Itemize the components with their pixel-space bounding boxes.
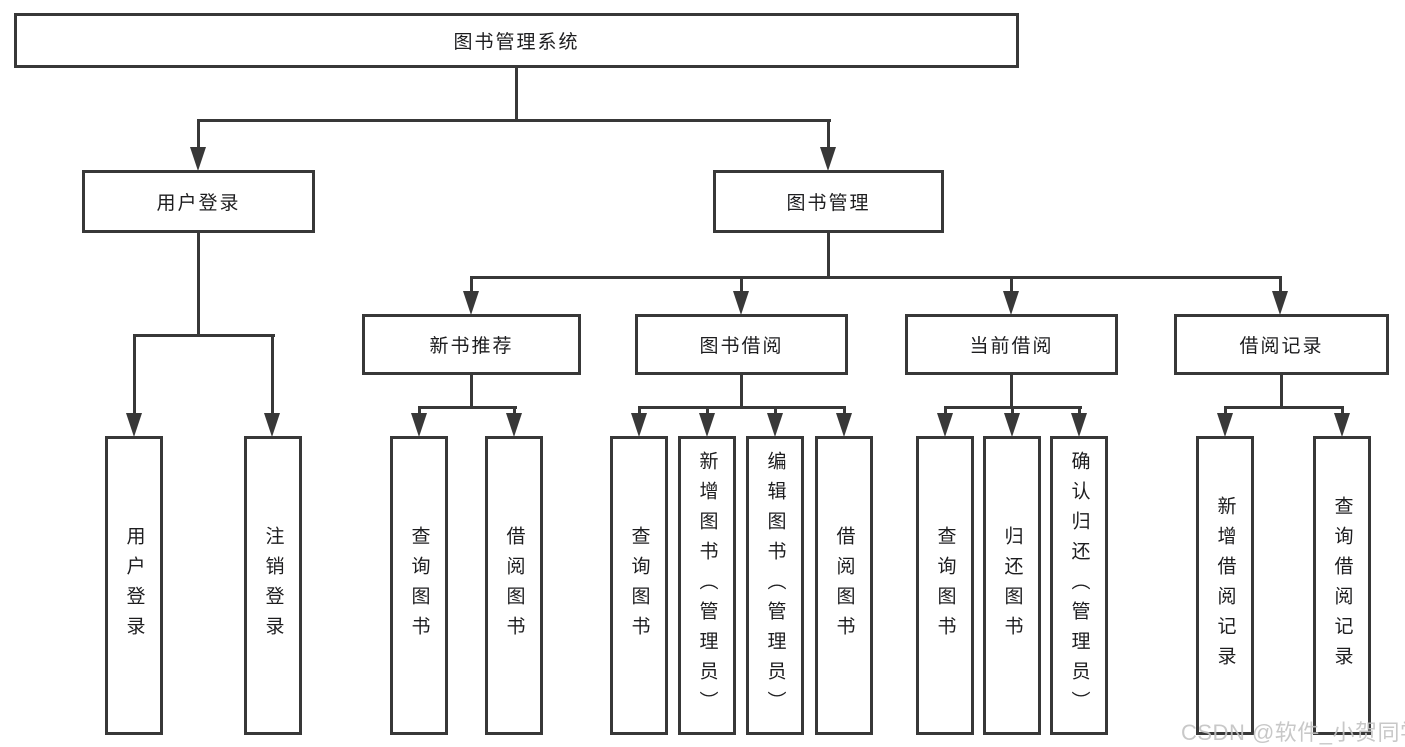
connector-root-drop-right bbox=[827, 119, 830, 150]
connector-bookmgmt-drop-4 bbox=[1279, 276, 1282, 293]
arrowhead-down-icon bbox=[1004, 413, 1020, 437]
connector-currentborrow-drop-1 bbox=[944, 406, 947, 415]
node-new-book-recommend: 新书推荐 bbox=[362, 314, 581, 375]
connector-newbook-stem bbox=[470, 375, 473, 409]
arrowhead-down-icon bbox=[1272, 291, 1288, 315]
leaf-current-query-books: 查询图书 bbox=[916, 436, 974, 735]
arrowhead-down-icon bbox=[836, 413, 852, 437]
connector-bookmgmt-drop-2 bbox=[740, 276, 743, 293]
connector-bookmgmt-bar bbox=[470, 276, 1282, 279]
arrowhead-down-icon bbox=[463, 291, 479, 315]
connector-borrowrec-drop-1 bbox=[1224, 406, 1227, 415]
leaf-user-login: 用户登录 bbox=[105, 436, 163, 735]
connector-bookborrow-bar bbox=[638, 406, 846, 409]
arrowhead-down-icon bbox=[699, 413, 715, 437]
arrowhead-down-icon bbox=[1071, 413, 1087, 437]
connector-newbook-drop-2 bbox=[513, 406, 516, 415]
leaf-borrowing-edit-books-admin: 编辑图书（管理员） bbox=[746, 436, 804, 735]
arrowhead-down-icon bbox=[264, 413, 280, 437]
arrowhead-down-icon bbox=[820, 147, 836, 171]
leaf-borrowing-add-books-admin: 新增图书（管理员） bbox=[678, 436, 736, 735]
leaf-current-confirm-return-admin: 确认归还（管理员） bbox=[1050, 436, 1108, 735]
connector-bookborrow-drop-4 bbox=[843, 406, 846, 415]
leaf-logout: 注销登录 bbox=[244, 436, 302, 735]
connector-bookborrow-drop-3 bbox=[774, 406, 777, 415]
leaf-records-query-record: 查询借阅记录 bbox=[1313, 436, 1371, 735]
node-book-management: 图书管理 bbox=[713, 170, 944, 233]
leaf-borrowing-query-books: 查询图书 bbox=[610, 436, 668, 735]
connector-bookmgmt-drop-3 bbox=[1010, 276, 1013, 293]
connector-root-bar bbox=[197, 119, 831, 122]
connector-newbook-bar bbox=[418, 406, 517, 409]
connector-borrowrec-bar bbox=[1224, 406, 1344, 409]
arrowhead-down-icon bbox=[937, 413, 953, 437]
connector-root-stem bbox=[515, 68, 518, 122]
connector-bookmgmt-drop-1 bbox=[470, 276, 473, 293]
node-root: 图书管理系统 bbox=[14, 13, 1019, 68]
node-borrow-records: 借阅记录 bbox=[1174, 314, 1389, 375]
connector-userlogin-bar bbox=[133, 334, 275, 337]
connector-bookmgmt-stem bbox=[827, 232, 830, 279]
arrowhead-down-icon bbox=[1334, 413, 1350, 437]
connector-newbook-drop-1 bbox=[418, 406, 421, 415]
node-book-borrowing: 图书借阅 bbox=[635, 314, 848, 375]
arrowhead-down-icon bbox=[126, 413, 142, 437]
leaf-newbook-borrow-books: 借阅图书 bbox=[485, 436, 543, 735]
arrowhead-down-icon bbox=[767, 413, 783, 437]
csdn-watermark: CSDN @软件_小贺同学 bbox=[1181, 720, 1405, 745]
connector-bookborrow-drop-2 bbox=[706, 406, 709, 415]
connector-borrowrec-drop-2 bbox=[1341, 406, 1344, 415]
connector-bookborrow-stem bbox=[740, 375, 743, 409]
leaf-borrowing-borrow-books: 借阅图书 bbox=[815, 436, 873, 735]
arrowhead-down-icon bbox=[506, 413, 522, 437]
arrowhead-down-icon bbox=[190, 147, 206, 171]
leaf-newbook-query-books: 查询图书 bbox=[390, 436, 448, 735]
connector-currentborrow-drop-2 bbox=[1011, 406, 1014, 415]
arrowhead-down-icon bbox=[733, 291, 749, 315]
leaf-current-return-books: 归还图书 bbox=[983, 436, 1041, 735]
connector-currentborrow-drop-3 bbox=[1078, 406, 1081, 415]
connector-currentborrow-stem bbox=[1010, 375, 1013, 409]
node-user-login: 用户登录 bbox=[82, 170, 315, 233]
arrowhead-down-icon bbox=[631, 413, 647, 437]
arrowhead-down-icon bbox=[411, 413, 427, 437]
arrowhead-down-icon bbox=[1217, 413, 1233, 437]
connector-root-drop-left bbox=[197, 119, 200, 150]
connector-bookborrow-drop-1 bbox=[638, 406, 641, 415]
leaf-records-add-record: 新增借阅记录 bbox=[1196, 436, 1254, 735]
connector-userlogin-drop-1 bbox=[133, 334, 136, 414]
connector-userlogin-stem bbox=[197, 233, 200, 337]
node-current-borrowing: 当前借阅 bbox=[905, 314, 1118, 375]
connector-userlogin-drop-2 bbox=[271, 334, 274, 414]
connector-borrowrec-stem bbox=[1280, 375, 1283, 409]
arrowhead-down-icon bbox=[1003, 291, 1019, 315]
